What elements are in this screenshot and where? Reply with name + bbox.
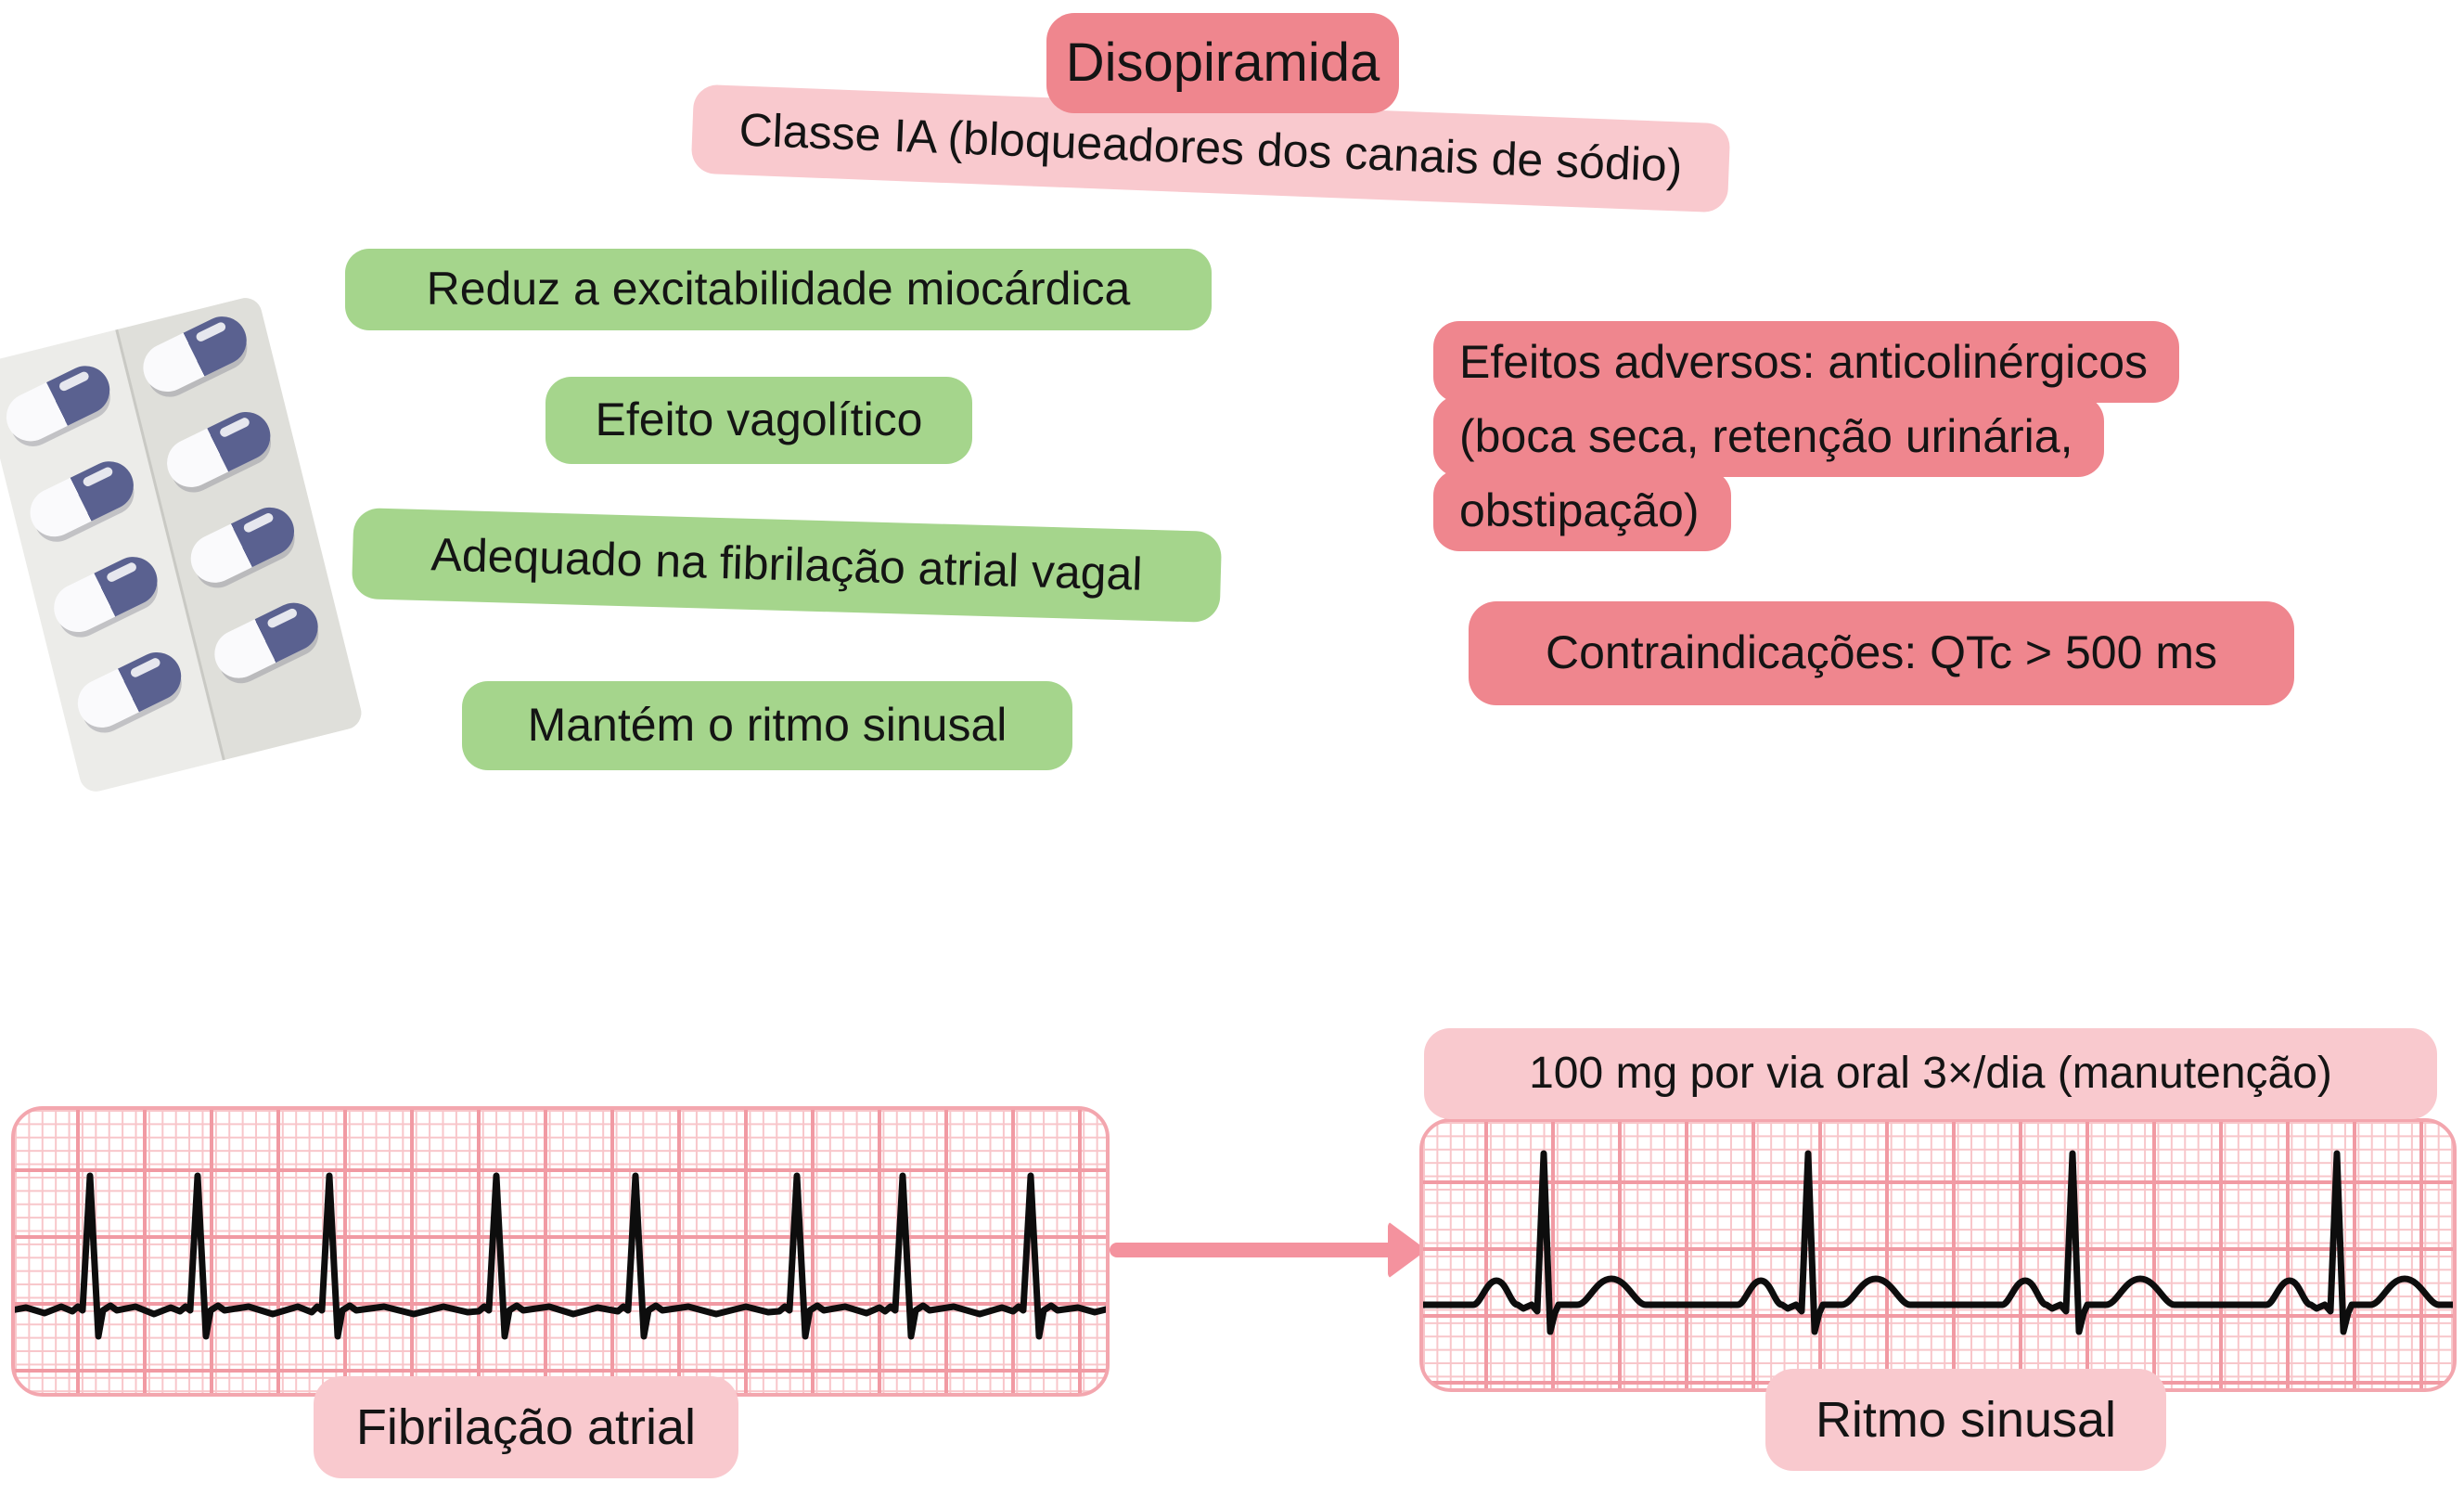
adverse-line-text: obstipação) bbox=[1459, 484, 1700, 536]
benefit-text: Mantém o ritmo sinusal bbox=[527, 699, 1007, 752]
capsule-icon bbox=[45, 548, 166, 640]
capsule-icon bbox=[21, 453, 142, 545]
arrow-right-shaft bbox=[1110, 1243, 1399, 1257]
benefit-badge-vagolytic: Efeito vagolítico bbox=[545, 377, 972, 464]
title-badge: Disopiramida bbox=[1046, 13, 1399, 113]
subtitle-text: Classe IA (bloqueadores dos canais de só… bbox=[738, 103, 1684, 192]
afib-label: Fibrilação atrial bbox=[314, 1376, 738, 1478]
benefit-text: Efeito vagolítico bbox=[595, 393, 923, 446]
afib-label-text: Fibrilação atrial bbox=[355, 1398, 697, 1455]
ecg-sinus-panel bbox=[1419, 1118, 2457, 1392]
sinus-label-text: Ritmo sinusal bbox=[1815, 1391, 2117, 1448]
ecg-afib-panel bbox=[11, 1106, 1110, 1397]
adverse-line-text: (boca seca, retenção urinária, bbox=[1459, 410, 2073, 462]
adverse-line: obstipação) bbox=[1433, 470, 1731, 551]
benefit-badge-vagal-afib: Adequado na fibrilação atrial vagal bbox=[351, 507, 1223, 624]
adverse-line-text: Efeitos adversos: anticolinérgicos bbox=[1459, 336, 2149, 388]
benefit-badge-excitability: Reduz a excitabilidade miocárdica bbox=[345, 249, 1212, 330]
dose-text: 100 mg por via oral 3×/dia (manutenção) bbox=[1529, 1049, 2332, 1099]
capsule-icon bbox=[70, 644, 189, 736]
contraindication-badge: Contraindicações: QTc > 500 ms bbox=[1469, 601, 2294, 705]
title-text: Disopiramida bbox=[1065, 32, 1380, 93]
ecg-afib-trace bbox=[15, 1172, 1106, 1340]
adverse-effects-badge: Efeitos adversos: anticolinérgicos (boca… bbox=[1433, 321, 2180, 551]
sinus-label: Ritmo sinusal bbox=[1765, 1369, 2166, 1471]
capsule-icon bbox=[0, 357, 119, 450]
adverse-line: Efeitos adversos: anticolinérgicos bbox=[1433, 321, 2180, 403]
contraindication-text: Contraindicações: QTc > 500 ms bbox=[1546, 626, 2217, 679]
adverse-line: (boca seca, retenção urinária, bbox=[1433, 395, 2105, 477]
dose-badge: 100 mg por via oral 3×/dia (manutenção) bbox=[1424, 1028, 2437, 1119]
benefit-badge-sinus-rhythm: Mantém o ritmo sinusal bbox=[462, 681, 1072, 770]
benefit-text: Reduz a excitabilidade miocárdica bbox=[426, 263, 1131, 316]
pill-blister-pack-illustration bbox=[0, 294, 366, 795]
ecg-sinus-trace bbox=[1423, 1150, 2453, 1335]
benefit-text: Adequado na fibrilação atrial vagal bbox=[430, 528, 1144, 600]
